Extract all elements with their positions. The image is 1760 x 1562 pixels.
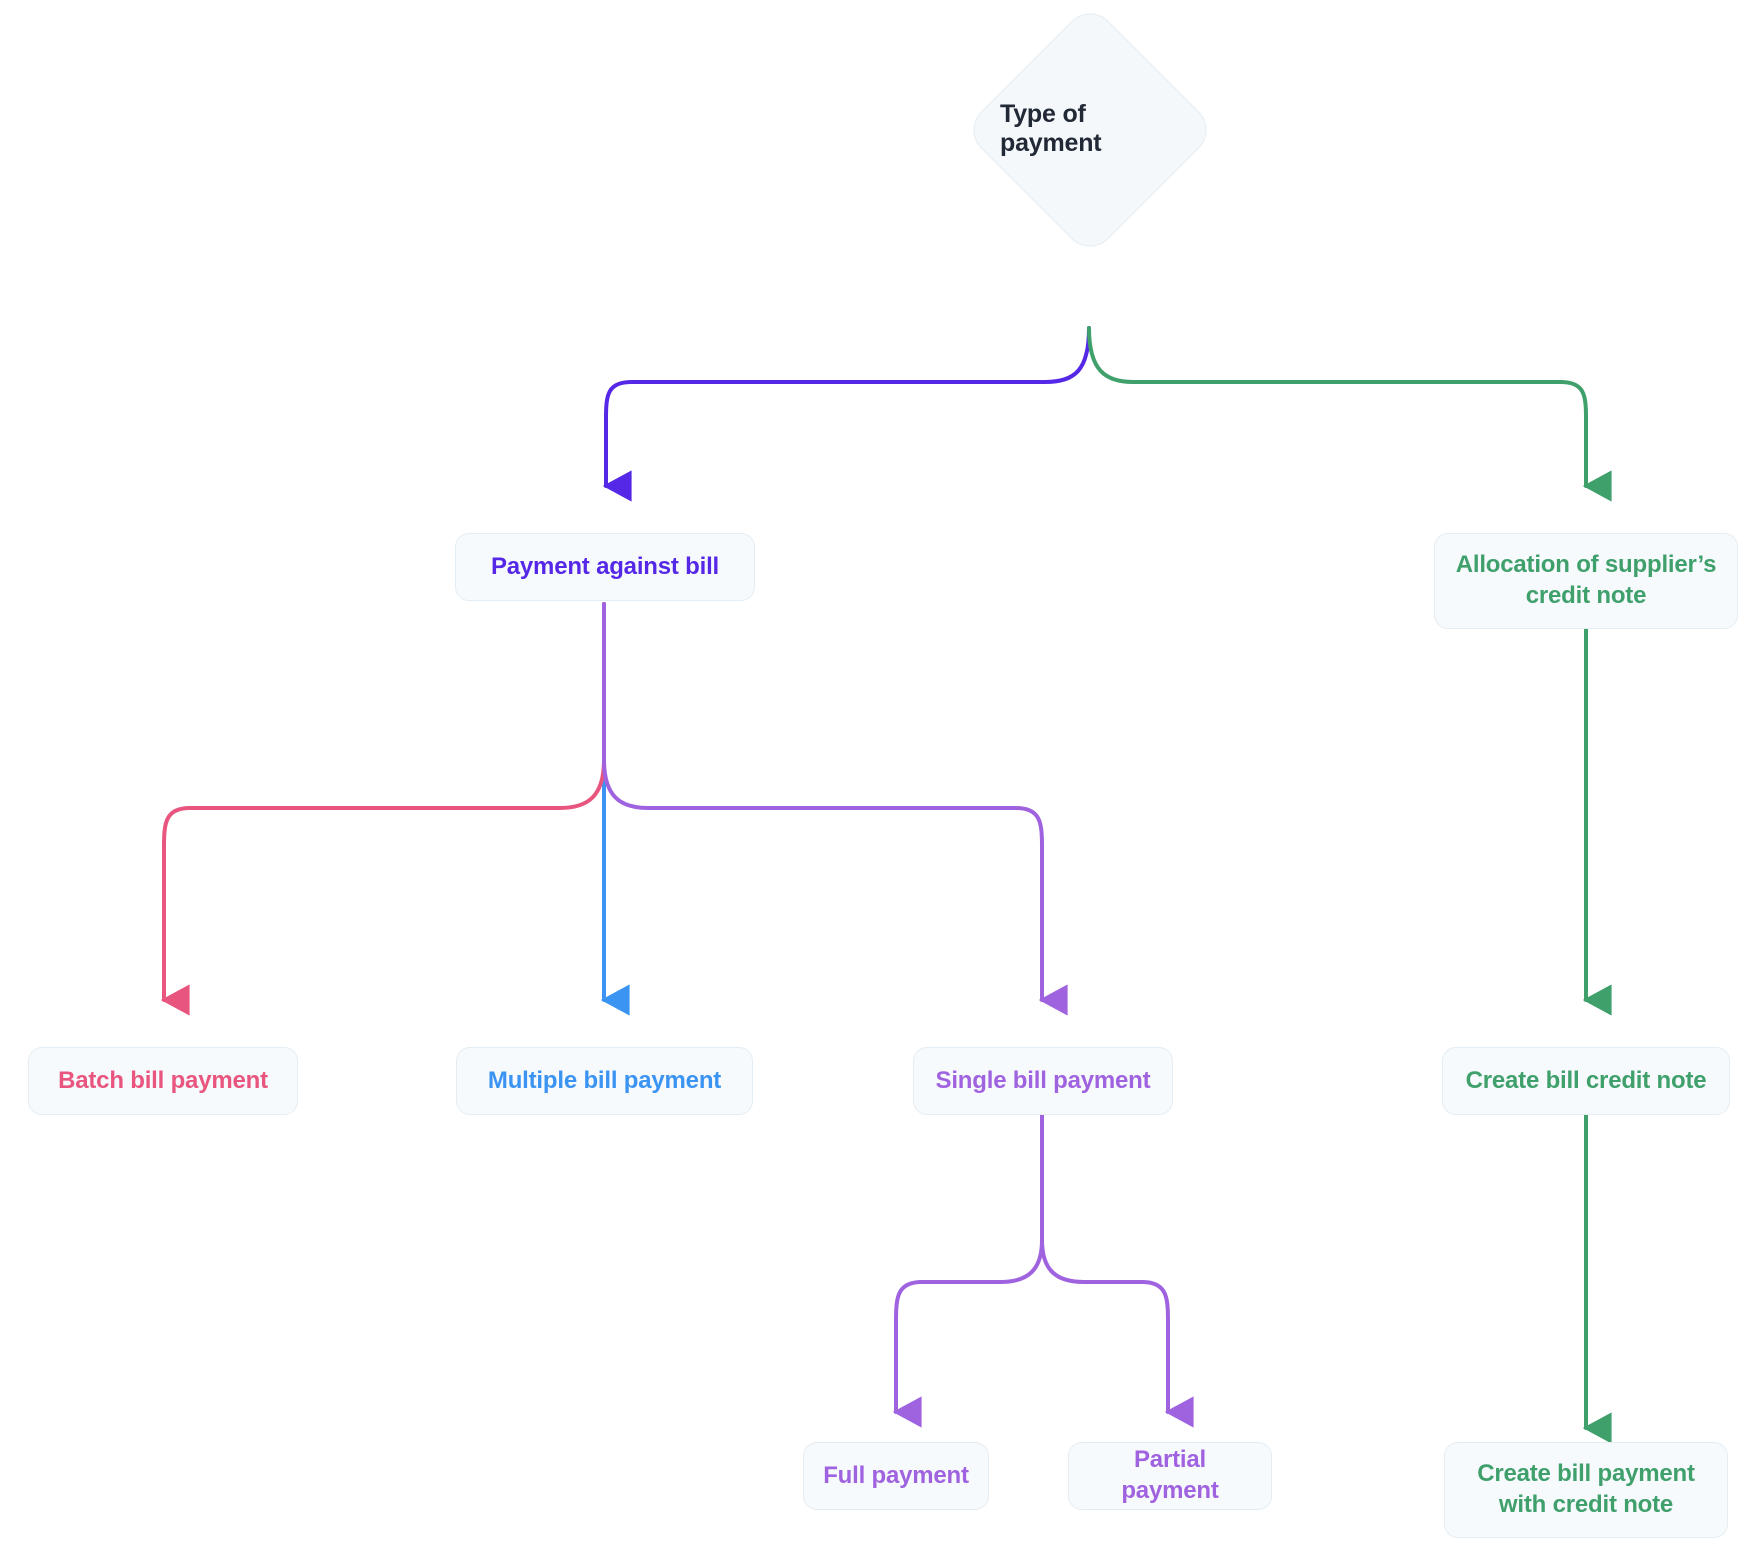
node-label-batch-bill-payment: Batch bill payment — [58, 1066, 268, 1094]
node-label-multiple-bill-payment: Multiple bill payment — [487, 1066, 722, 1094]
node-type-of-payment[interactable]: Type of payment — [962, 2, 1218, 258]
node-batch-bill-payment[interactable]: Batch bill payment — [28, 1047, 298, 1115]
node-allocation-of-suppliers-credit-note[interactable]: Allocation of supplier’s credit note — [1434, 533, 1738, 629]
edge-root-to-allocation-credit-note — [1087, 326, 1612, 502]
node-payment-against-bill[interactable]: Payment against bill — [455, 533, 755, 601]
node-label-create-bill-credit-note: Create bill credit note — [1465, 1066, 1707, 1094]
node-full-payment[interactable]: Full payment — [803, 1442, 989, 1510]
node-create-bill-credit-note[interactable]: Create bill credit note — [1442, 1047, 1730, 1115]
edge-single-bill-payment-to-partial-payment — [1040, 1106, 1194, 1428]
node-create-bill-payment-with-credit-note[interactable]: Create bill payment with credit note — [1444, 1442, 1728, 1538]
node-label-payment-against-bill: Payment against bill — [490, 552, 720, 580]
edge-root-to-payment-against-bill — [602, 326, 1091, 502]
node-single-bill-payment[interactable]: Single bill payment — [913, 1047, 1173, 1115]
node-multiple-bill-payment[interactable]: Multiple bill payment — [456, 1047, 753, 1115]
edge-payment-against-bill-to-single-bill-payment — [602, 602, 1068, 1016]
node-label-type-of-payment: Type of payment — [1000, 100, 1102, 157]
node-label-full-payment: Full payment — [823, 1461, 969, 1489]
edge-payment-against-bill-to-batch-bill-payment — [160, 602, 606, 1016]
node-label-allocation-of-suppliers-credit-note: Allocation of supplier’s credit note — [1455, 551, 1717, 609]
node-label-create-bill-payment-with-credit-note: Create bill payment with credit note — [1477, 1460, 1695, 1518]
node-partial-payment[interactable]: Partial payment — [1068, 1442, 1272, 1510]
edge-single-bill-payment-to-full-payment — [892, 1106, 1044, 1428]
node-label-partial-payment: Partial payment — [1121, 1446, 1219, 1504]
node-label-single-bill-payment: Single bill payment — [935, 1066, 1151, 1094]
